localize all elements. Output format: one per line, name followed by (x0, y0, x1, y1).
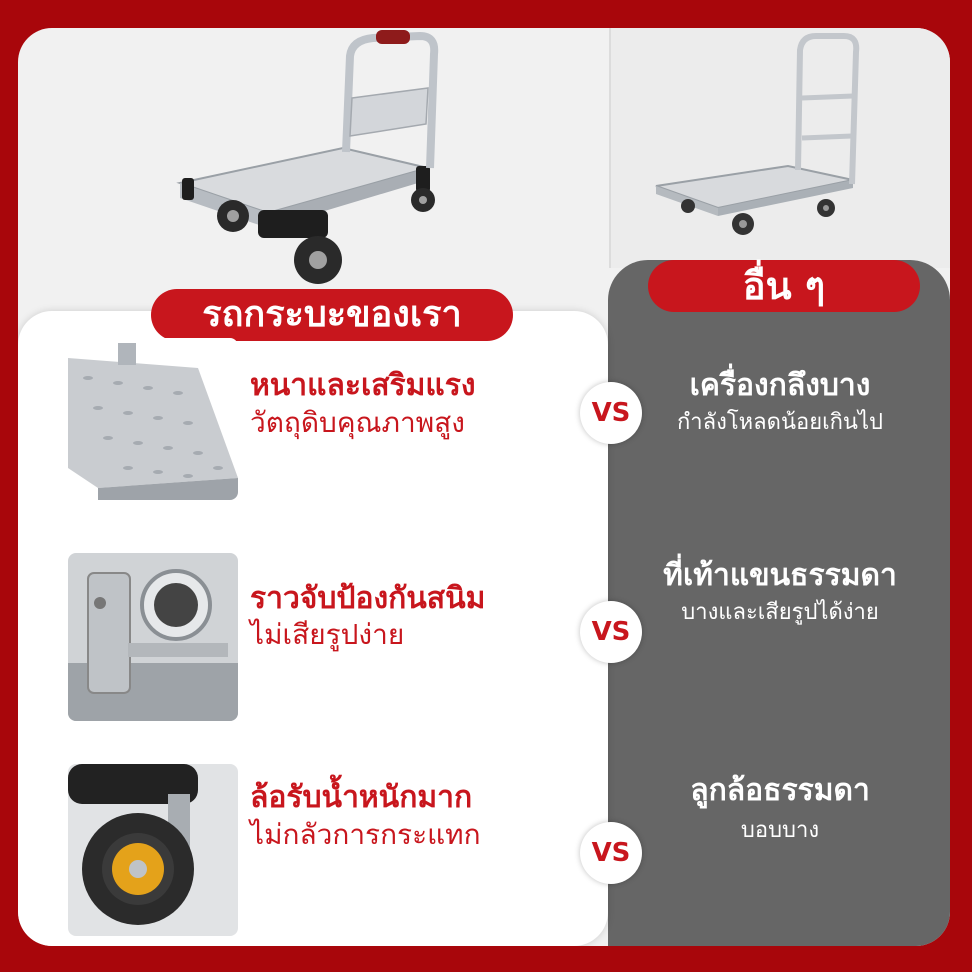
other-feature-3-title: ลูกล้อธรรมดา (690, 773, 870, 808)
other-feature-3-subtitle: บอบบาง (740, 818, 820, 843)
feature-1-subtitle: วัตถุดิบคุณภาพสูง (250, 406, 465, 439)
feature-2-subtitle: ไม่เสียรูปง่าย (250, 618, 405, 651)
other-feature-1-title: เครื่องกลึงบาง (689, 368, 871, 403)
feature-2-title: ราวจับป้องกันสนิม (250, 581, 486, 616)
divider (609, 28, 611, 268)
feature-3-subtitle: ไม่กลัวการกระแทก (250, 818, 481, 851)
other-products-panel (608, 260, 950, 946)
other-cart-image (655, 33, 860, 235)
wheel-thumbnail (68, 764, 238, 936)
vs-badge-1: VS (580, 382, 642, 444)
our-cart-image (176, 30, 439, 284)
plate-thumbnail (68, 338, 238, 500)
other-feature-2-subtitle: บางและเสียรูปได้ง่าย (681, 600, 879, 625)
comparison-card: รถกระบะของเรา อื่น ๆ หนาและเสริมแรง วัตถ… (18, 28, 950, 946)
other-feature-1-subtitle: กำลังโหลดน้อยเกินไป (676, 410, 884, 435)
feature-1-title: หนาและเสริมแรง (250, 368, 476, 403)
vs-badge-2: VS (580, 601, 642, 663)
other-feature-2-title: ที่เท้าแขนธรรมดา (663, 558, 897, 593)
handle-thumbnail (68, 553, 238, 721)
other-badge: อื่น ๆ (648, 260, 920, 312)
vs-badge-3: VS (580, 822, 642, 884)
feature-3-title: ล้อรับน้ำหนักมาก (250, 780, 473, 815)
other-product-area (610, 28, 950, 268)
our-cart-badge: รถกระบะของเรา (151, 289, 513, 341)
